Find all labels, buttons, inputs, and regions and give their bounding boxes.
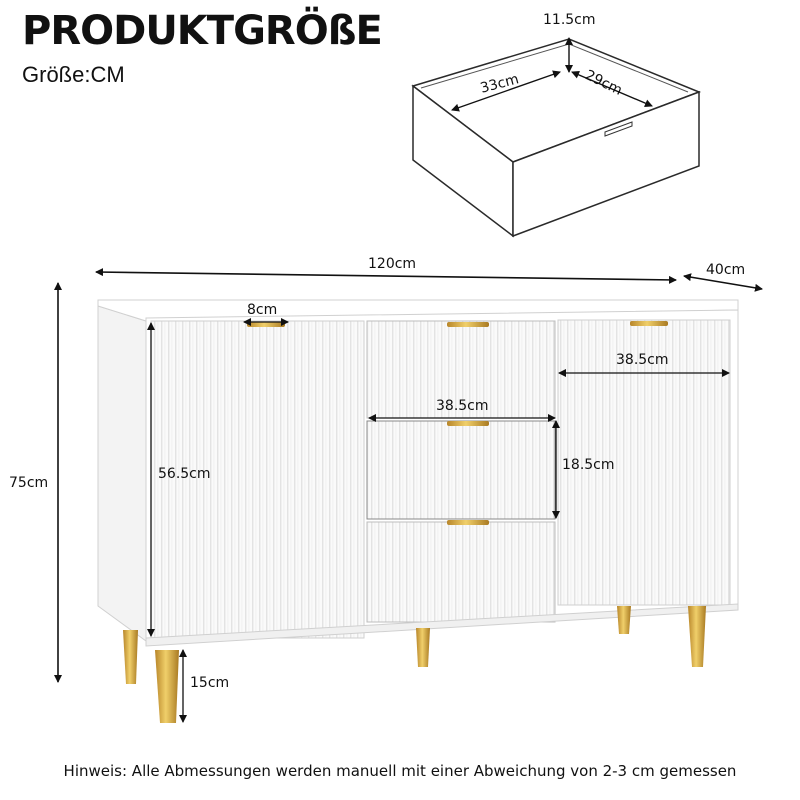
- width-arrow: [95, 268, 677, 284]
- leg-height-label: 15cm: [190, 675, 230, 691]
- leg-middle: [416, 628, 430, 667]
- handle-width-label: 8cm: [247, 302, 278, 318]
- drawer-middle: [366, 420, 556, 520]
- leg-back-left: [123, 630, 138, 684]
- footer-note: Hinweis: Alle Abmessungen werden manuell…: [63, 762, 737, 780]
- cabinet: [97, 299, 739, 723]
- drawer-width-front-label: 38.5cm: [436, 398, 489, 414]
- drawer-width-arrow: [451, 70, 561, 112]
- leg-front-left: [155, 650, 179, 723]
- drawer-depth-arrow: [571, 71, 653, 107]
- handle-drawer-middle: [447, 421, 489, 426]
- drawer-height-front-label: 18.5cm: [562, 457, 615, 473]
- drawer-top: [366, 320, 556, 419]
- drawer-height-label: 11.5cm: [543, 12, 596, 28]
- leg-back-right: [617, 606, 631, 634]
- leg-front-right: [688, 606, 706, 667]
- handle-drawer-top: [447, 322, 489, 327]
- drawer-box: [411, 37, 702, 238]
- door-width-label: 38.5cm: [616, 352, 669, 368]
- depth-label: 40cm: [706, 262, 746, 278]
- door-height-label: 56.5cm: [158, 466, 211, 482]
- right-door: [557, 319, 731, 606]
- total-width-label: 120cm: [368, 256, 417, 272]
- handle-drawer-bottom: [447, 520, 489, 525]
- handle-right-door: [630, 321, 668, 326]
- left-door: [150, 320, 365, 639]
- unit-label: Größe:CM: [22, 62, 125, 87]
- depth-arrow: [683, 273, 763, 292]
- drawer-bottom: [366, 521, 556, 623]
- handle-left-door: [247, 322, 285, 327]
- page-title: PRODUKTGRÖßE: [22, 8, 383, 54]
- total-height-label: 75cm: [9, 475, 49, 491]
